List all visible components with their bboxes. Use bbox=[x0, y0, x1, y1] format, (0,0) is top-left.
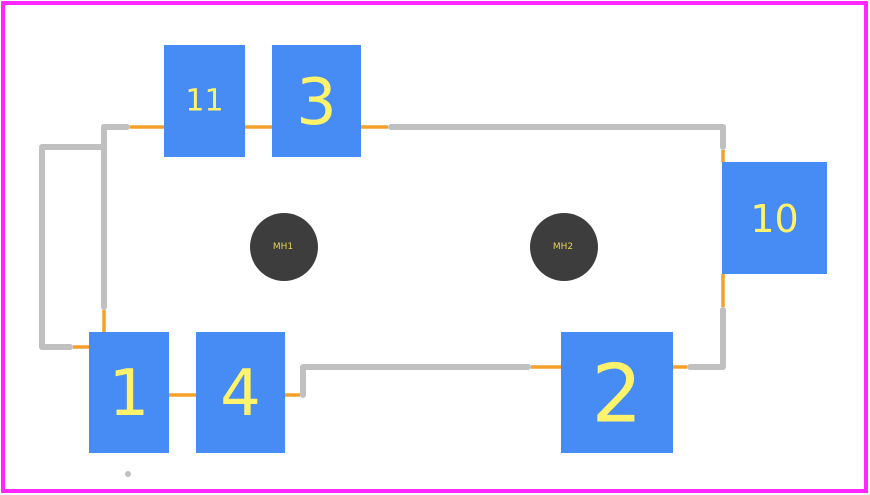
pad-1: 1 bbox=[89, 332, 169, 453]
pad-2-label: 2 bbox=[592, 348, 643, 441]
pad-4: 4 bbox=[196, 332, 285, 453]
pad-11-shape bbox=[164, 45, 245, 157]
pad-4-label: 4 bbox=[220, 357, 261, 431]
mount-hole-mh2-label: MH2 bbox=[553, 242, 573, 252]
pad-1-shape bbox=[89, 332, 169, 453]
trace-right bbox=[687, 307, 726, 370]
pad-11-label: 11 bbox=[185, 84, 223, 119]
mount-hole-mh1-shape bbox=[250, 213, 318, 281]
mount-hole-mh1: MH1 bbox=[250, 213, 318, 281]
pad-2-shape bbox=[561, 332, 673, 453]
pad-10: 10 bbox=[722, 162, 827, 274]
trace-bottom bbox=[300, 364, 531, 398]
mount-hole-mh2: MH2 bbox=[530, 213, 598, 281]
pad-1-label: 1 bbox=[109, 357, 150, 431]
origin-marker-icon bbox=[125, 471, 131, 477]
silkscreen-traces bbox=[39, 124, 726, 398]
pad-3: 3 bbox=[272, 45, 361, 157]
trace-left-vertical bbox=[101, 124, 130, 310]
pad-3-shape bbox=[272, 45, 361, 157]
trace-left-loop bbox=[39, 144, 106, 350]
copper-traces bbox=[73, 125, 725, 397]
pad-3-label: 3 bbox=[296, 66, 337, 140]
pad-10-shape bbox=[722, 162, 827, 274]
trace-top bbox=[388, 124, 726, 150]
pad-4-shape bbox=[196, 332, 285, 453]
pad-2: 2 bbox=[561, 332, 673, 453]
mount-hole-mh1-label: MH1 bbox=[273, 242, 293, 252]
origin-marker-dot bbox=[125, 471, 131, 477]
pad-11: 11 bbox=[164, 45, 245, 157]
mount-hole-mh2-shape bbox=[530, 213, 598, 281]
pad-10-label: 10 bbox=[750, 197, 798, 241]
